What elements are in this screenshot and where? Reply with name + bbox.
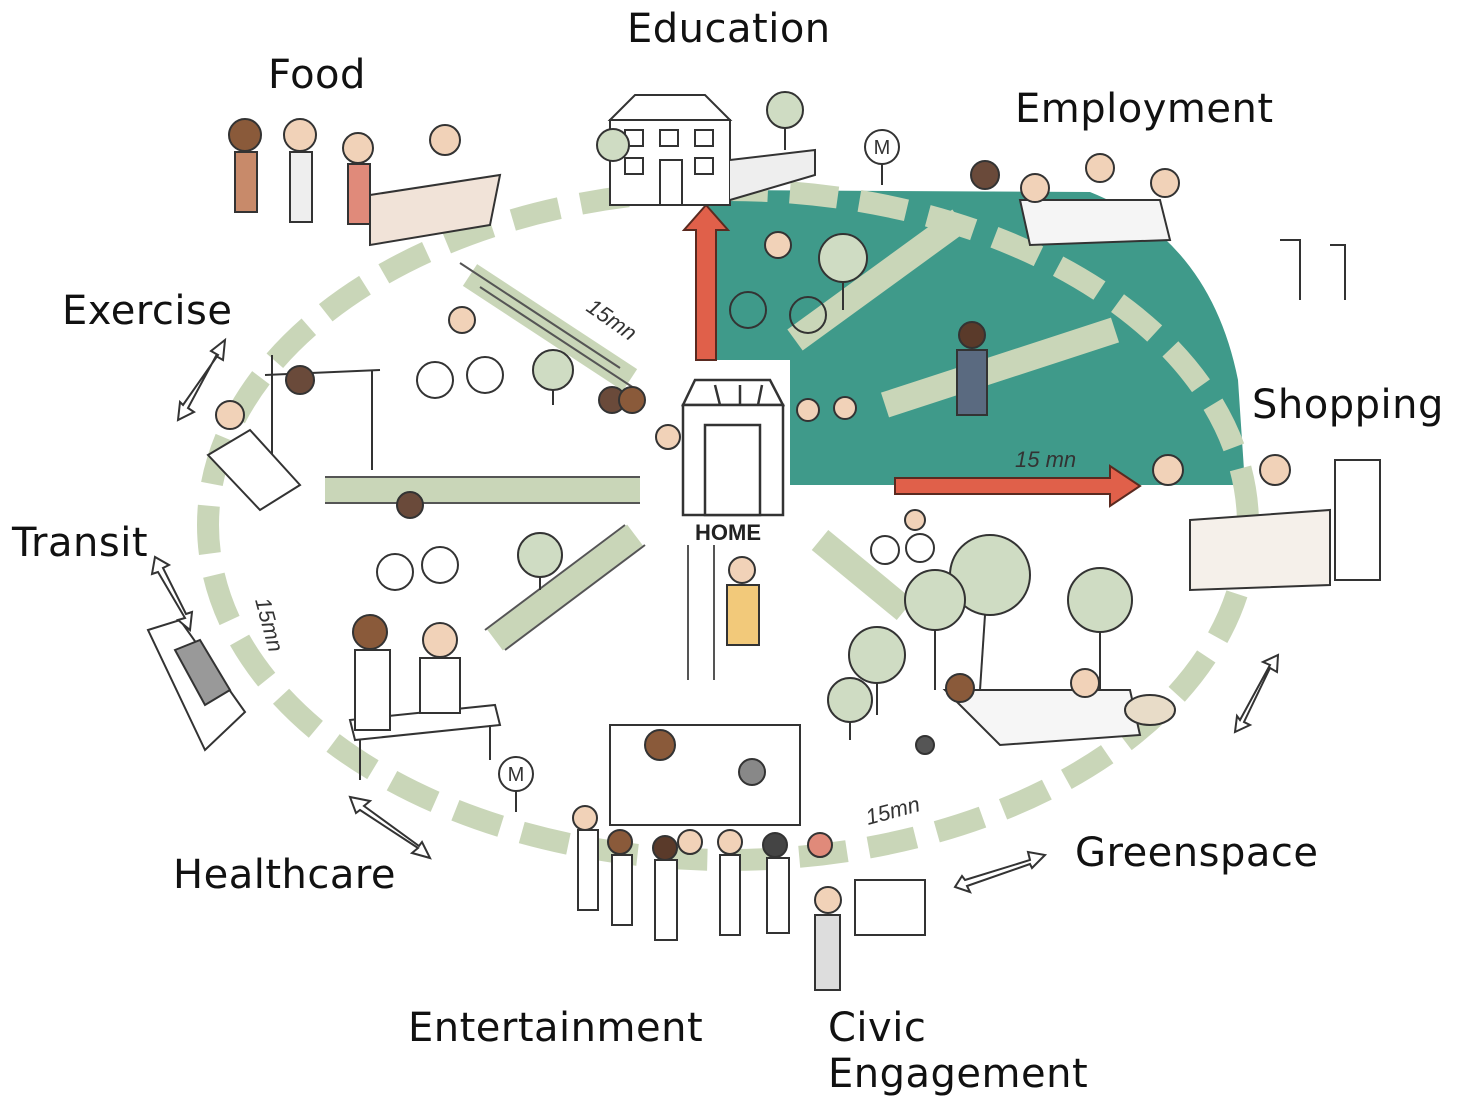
distance-label-top-left: 15mn bbox=[582, 294, 641, 346]
pedestrians-center bbox=[598, 321, 988, 646]
label-shopping: Shopping bbox=[1252, 382, 1444, 428]
employment-vignette bbox=[970, 153, 1346, 300]
metro-letter: M bbox=[508, 764, 525, 786]
label-transit: Transit bbox=[12, 520, 148, 566]
transit-stairs bbox=[146, 618, 247, 752]
label-exercise: Exercise bbox=[62, 288, 233, 334]
metro-sign-top: M bbox=[864, 129, 900, 185]
arrow-up bbox=[681, 203, 731, 361]
distance-label-right: 15 mn bbox=[1015, 447, 1076, 472]
home-building bbox=[681, 378, 786, 517]
label-employment: Employment bbox=[1015, 86, 1274, 132]
exercise-vignette bbox=[206, 355, 381, 512]
trees bbox=[517, 233, 1133, 740]
distance-label-bottom: 15mn bbox=[863, 791, 923, 829]
shopping-vignette bbox=[1152, 454, 1381, 592]
label-greenspace: Greenspace bbox=[1075, 830, 1319, 876]
label-food: Food bbox=[268, 52, 366, 98]
label-education: Education bbox=[627, 6, 831, 52]
healthcare-vignette bbox=[348, 614, 502, 780]
label-entertainment: Entertainment bbox=[408, 1005, 704, 1051]
entertainment-vignette bbox=[572, 724, 833, 941]
label-healthcare: Healthcare bbox=[173, 852, 397, 898]
label-civic-engagement: Civic Engagement bbox=[828, 1005, 1089, 1097]
double-arrows bbox=[150, 337, 1280, 894]
arrow-right bbox=[894, 464, 1142, 508]
radial-roads bbox=[325, 209, 1120, 651]
metro-sign-bottom: M bbox=[498, 756, 534, 812]
cyclists bbox=[376, 231, 935, 591]
home-label: HOME bbox=[695, 520, 761, 545]
school-illustration bbox=[596, 91, 816, 206]
radial-road-edges bbox=[325, 262, 715, 680]
civic-vignette bbox=[814, 879, 926, 991]
food-vignette bbox=[228, 118, 502, 247]
greenspace-vignette bbox=[915, 668, 1176, 755]
distance-label-left: 15mn bbox=[250, 595, 288, 655]
metro-letter: M bbox=[874, 137, 891, 159]
distance-arrows bbox=[681, 203, 1142, 508]
